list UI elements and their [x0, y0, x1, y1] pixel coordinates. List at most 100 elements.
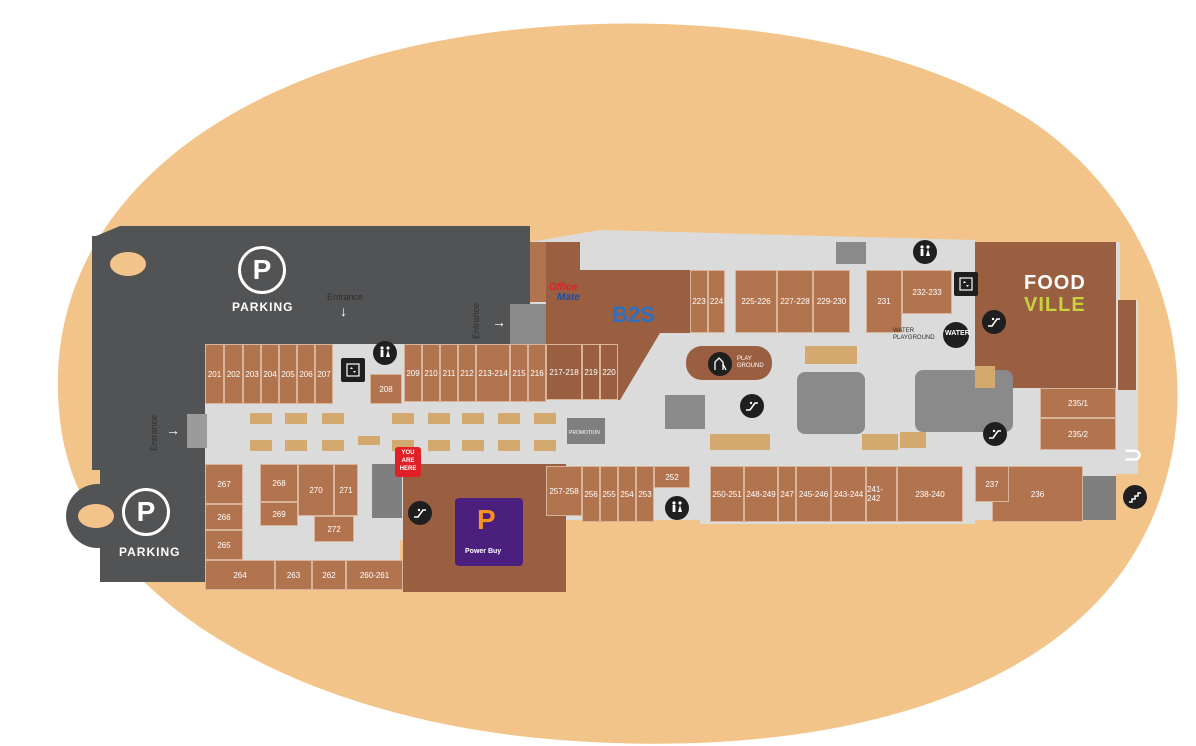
- store-250-251[interactable]: 250-251: [710, 466, 744, 522]
- store-211[interactable]: 211: [440, 344, 458, 402]
- store-212[interactable]: 212: [458, 344, 476, 402]
- store-247[interactable]: 247: [778, 466, 796, 522]
- service-block: [510, 304, 546, 344]
- kiosk: [462, 440, 484, 451]
- play-ground-label: PLAY GROUND: [737, 356, 764, 369]
- store-216[interactable]: 216: [528, 344, 546, 402]
- restroom-icon[interactable]: [913, 240, 937, 264]
- store-267[interactable]: 267: [205, 464, 243, 504]
- escalator-icon[interactable]: [983, 422, 1007, 446]
- parking-ramp-top-hole: [110, 252, 146, 276]
- store-202[interactable]: 202: [224, 344, 243, 404]
- u-turn-icon: ⊃: [1124, 442, 1143, 467]
- store-264[interactable]: 264: [205, 560, 275, 590]
- escalator-icon[interactable]: [982, 310, 1006, 334]
- store-224[interactable]: 224: [708, 270, 725, 333]
- kiosk: [250, 440, 272, 451]
- entrance-right-label: Entrance: [471, 302, 482, 340]
- store-225-226[interactable]: 225-226: [735, 270, 777, 333]
- store-262[interactable]: 262: [312, 560, 346, 590]
- store-block: [530, 242, 546, 302]
- store-204[interactable]: 204: [261, 344, 279, 404]
- powerbuy-logo: P Power Buy: [455, 498, 523, 566]
- store-229-230[interactable]: 229-230: [813, 270, 850, 333]
- store-210[interactable]: 210: [422, 344, 440, 402]
- entrance-right-arrow: →: [492, 314, 506, 330]
- store-208[interactable]: 208: [370, 374, 402, 404]
- store-272[interactable]: 272: [314, 516, 354, 542]
- water-logo-text: WATER: [945, 330, 970, 337]
- store-237[interactable]: 237: [975, 466, 1009, 502]
- store-252[interactable]: 252: [654, 466, 690, 488]
- store-269[interactable]: 269: [260, 502, 298, 526]
- store-263[interactable]: 263: [275, 560, 312, 590]
- store-207[interactable]: 207: [315, 344, 333, 404]
- store-220[interactable]: 220: [600, 344, 618, 400]
- store-256[interactable]: 256: [582, 466, 600, 522]
- store-238-240[interactable]: 238-240: [897, 466, 963, 522]
- store-223[interactable]: 223: [690, 270, 708, 333]
- escalator-icon[interactable]: [408, 501, 432, 525]
- store-243-244[interactable]: 243-244: [831, 466, 866, 522]
- store-205[interactable]: 205: [279, 344, 297, 404]
- water-playground-label: WATER PLAYGROUND: [893, 328, 935, 341]
- store-206[interactable]: 206: [297, 344, 315, 404]
- play-ground-icon[interactable]: [708, 352, 732, 376]
- restroom-icon[interactable]: [665, 496, 689, 520]
- promotion-area: [567, 418, 605, 444]
- store-260-261[interactable]: 260-261: [346, 560, 403, 590]
- store-217-218[interactable]: 217-218: [546, 344, 582, 400]
- store-227-228[interactable]: 227-228: [777, 270, 813, 333]
- service-block: [836, 242, 866, 264]
- store-235-2[interactable]: 235/2: [1040, 418, 1116, 450]
- kiosk: [710, 434, 742, 450]
- kiosk: [534, 413, 556, 424]
- service-block: [187, 414, 207, 448]
- store-254[interactable]: 254: [618, 466, 636, 522]
- kiosk: [534, 440, 556, 451]
- b2s-logo: B2S: [612, 302, 655, 327]
- parking-bottom-label: PARKING: [119, 545, 181, 559]
- store-248-249[interactable]: 248-249: [744, 466, 778, 522]
- kiosk: [285, 413, 307, 424]
- officemate-logo-top: Office: [549, 282, 578, 293]
- kiosk: [392, 413, 414, 424]
- entrance-left-label: Entrance: [149, 414, 160, 452]
- kiosk: [250, 413, 272, 424]
- kiosk: [322, 440, 344, 451]
- restroom-icon[interactable]: [373, 341, 397, 365]
- kiosk: [862, 434, 898, 450]
- store-265[interactable]: 265: [205, 530, 243, 560]
- officemate-logo-bottom: Mate: [557, 292, 580, 303]
- entrance-left-arrow: →: [166, 422, 180, 438]
- store-257-258[interactable]: 257-258: [546, 466, 582, 516]
- elevator-icon[interactable]: [954, 272, 978, 296]
- store-215[interactable]: 215: [510, 344, 528, 402]
- store-213-214[interactable]: 213-214: [476, 344, 510, 402]
- powerbuy-mark: P: [477, 504, 496, 535]
- store-270[interactable]: 270: [298, 464, 334, 516]
- parking-ramp-bottom-hole: [78, 504, 114, 528]
- kiosk: [392, 440, 414, 451]
- escalator-icon[interactable]: [740, 394, 764, 418]
- stairs-icon[interactable]: [1123, 485, 1147, 509]
- store-219[interactable]: 219: [582, 344, 600, 400]
- kiosk: [498, 440, 520, 451]
- store-268[interactable]: 268: [260, 464, 298, 502]
- store-201[interactable]: 201: [205, 344, 224, 404]
- store-245-246[interactable]: 245-246: [796, 466, 831, 522]
- store-241-242[interactable]: 241-242: [866, 466, 897, 522]
- store-235-1[interactable]: 235/1: [1040, 388, 1116, 418]
- store-253[interactable]: 253: [636, 466, 654, 522]
- store-255[interactable]: 255: [600, 466, 618, 522]
- store-266[interactable]: 266: [205, 504, 243, 530]
- kiosk: [462, 413, 484, 424]
- store-209[interactable]: 209: [404, 344, 422, 402]
- store-231[interactable]: 231: [866, 270, 902, 333]
- store-203[interactable]: 203: [243, 344, 261, 404]
- store-271[interactable]: 271: [334, 464, 358, 516]
- elevator-icon[interactable]: [341, 358, 365, 382]
- service-block: [797, 372, 865, 434]
- store-232-233[interactable]: 232-233: [902, 270, 952, 314]
- kiosk: [358, 436, 380, 445]
